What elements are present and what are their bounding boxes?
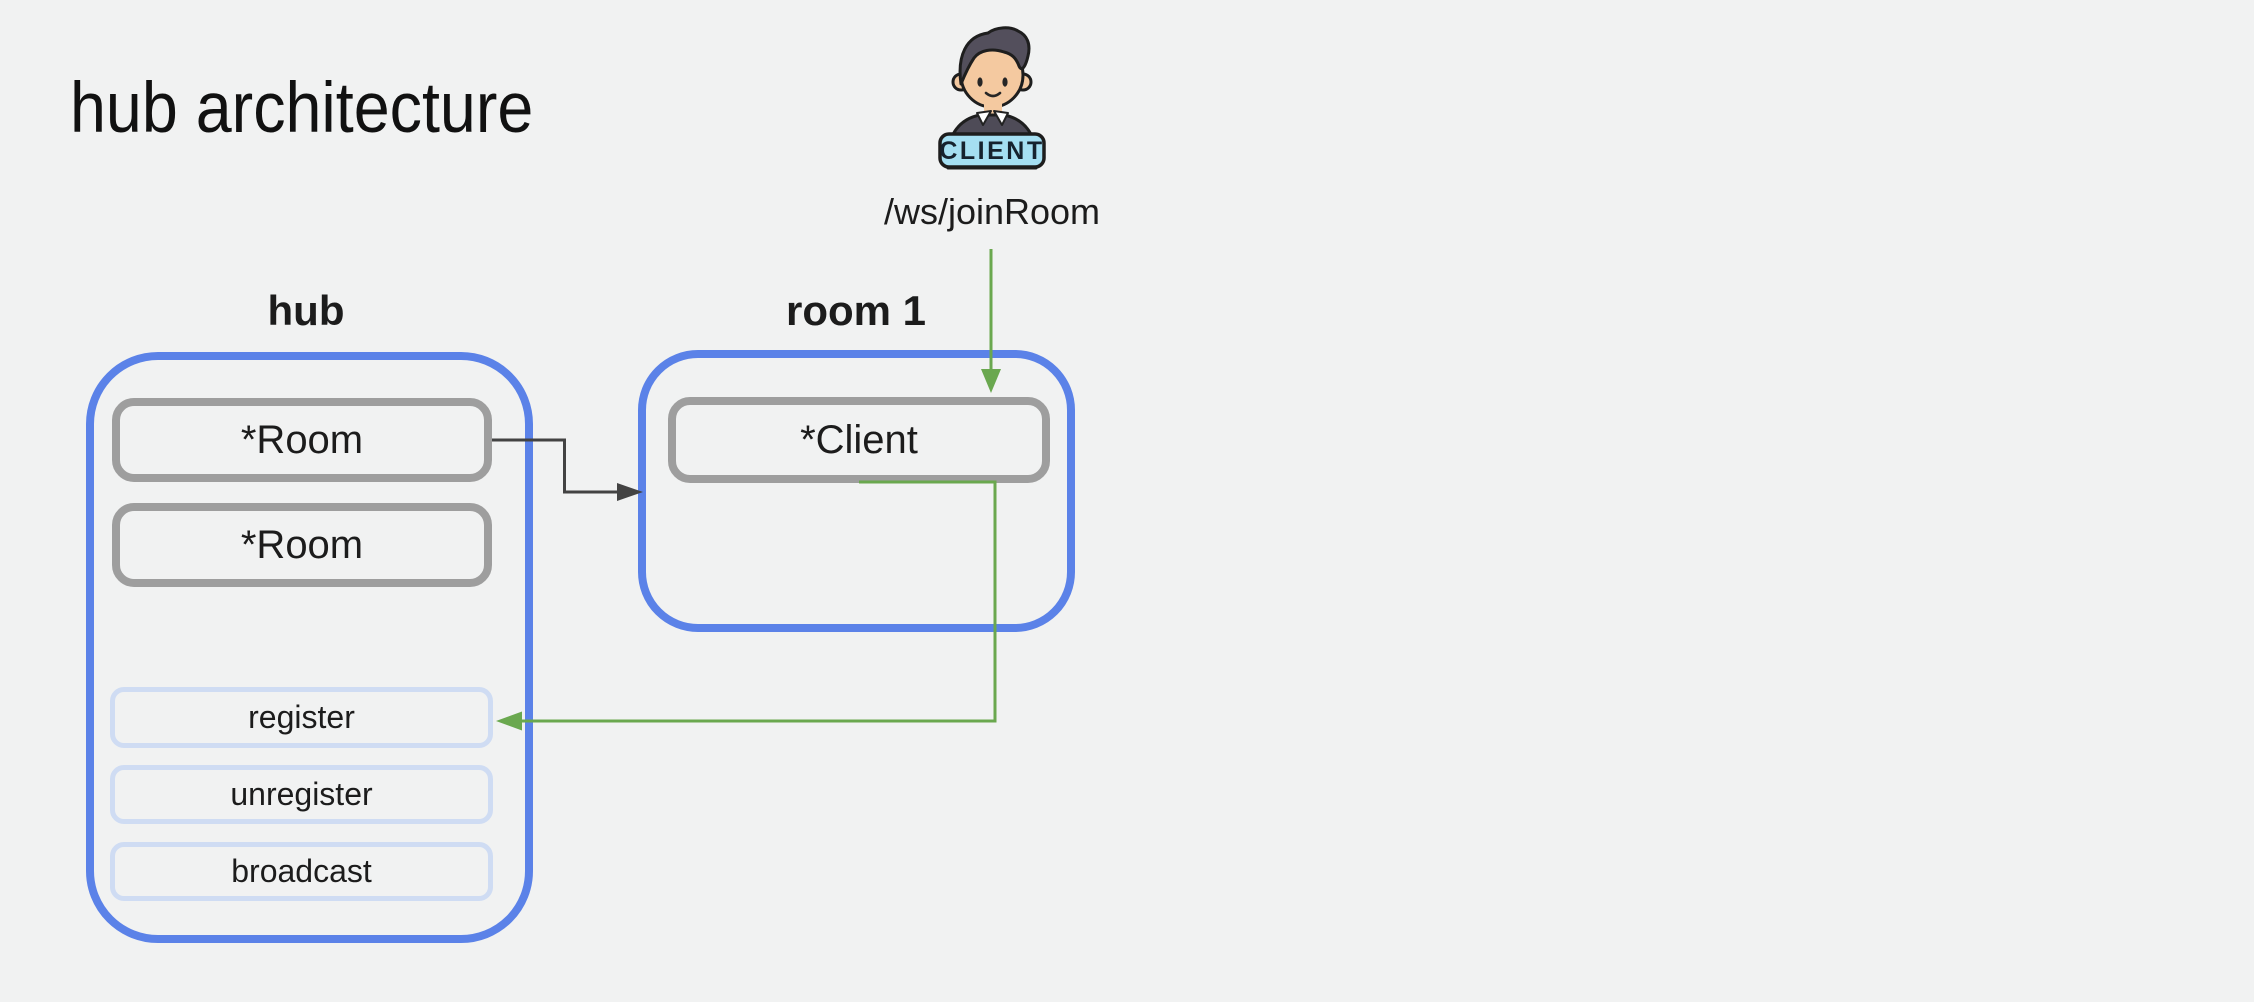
hub-channel-broadcast-label: broadcast <box>231 853 372 889</box>
hub-channel-register-label: register <box>248 699 355 735</box>
client-avatar-icon: CLIENT <box>938 26 1046 170</box>
hub-room-pointer-2-label: *Room <box>240 522 364 567</box>
room1-client-pointer-label: *Client <box>800 417 918 462</box>
hub-label: hub <box>267 287 345 334</box>
hub-room-pointer-1: *Room <box>112 398 492 482</box>
hub-channel-register: register <box>110 687 493 748</box>
hub-room-pointer-1-label: *Room <box>240 417 364 462</box>
room1-client-pointer: *Client <box>668 397 1050 483</box>
hub-channel-broadcast: broadcast <box>110 842 493 901</box>
hub-channel-unregister: unregister <box>110 765 493 824</box>
room1-label: room 1 <box>785 287 927 334</box>
hub-room-pointer-2: *Room <box>112 503 492 587</box>
hub-channel-unregister-label: unregister <box>230 776 373 812</box>
client-endpoint-label: /ws/joinRoom <box>883 191 1101 232</box>
client-badge-label: CLIENT <box>939 137 1044 165</box>
client-figure: CLIENT <box>932 20 1052 170</box>
room1-container: *Client <box>638 350 1075 632</box>
hub-container: *Room *Room register unregister broadcas… <box>86 352 533 943</box>
page-title: hub architecture <box>70 69 534 148</box>
